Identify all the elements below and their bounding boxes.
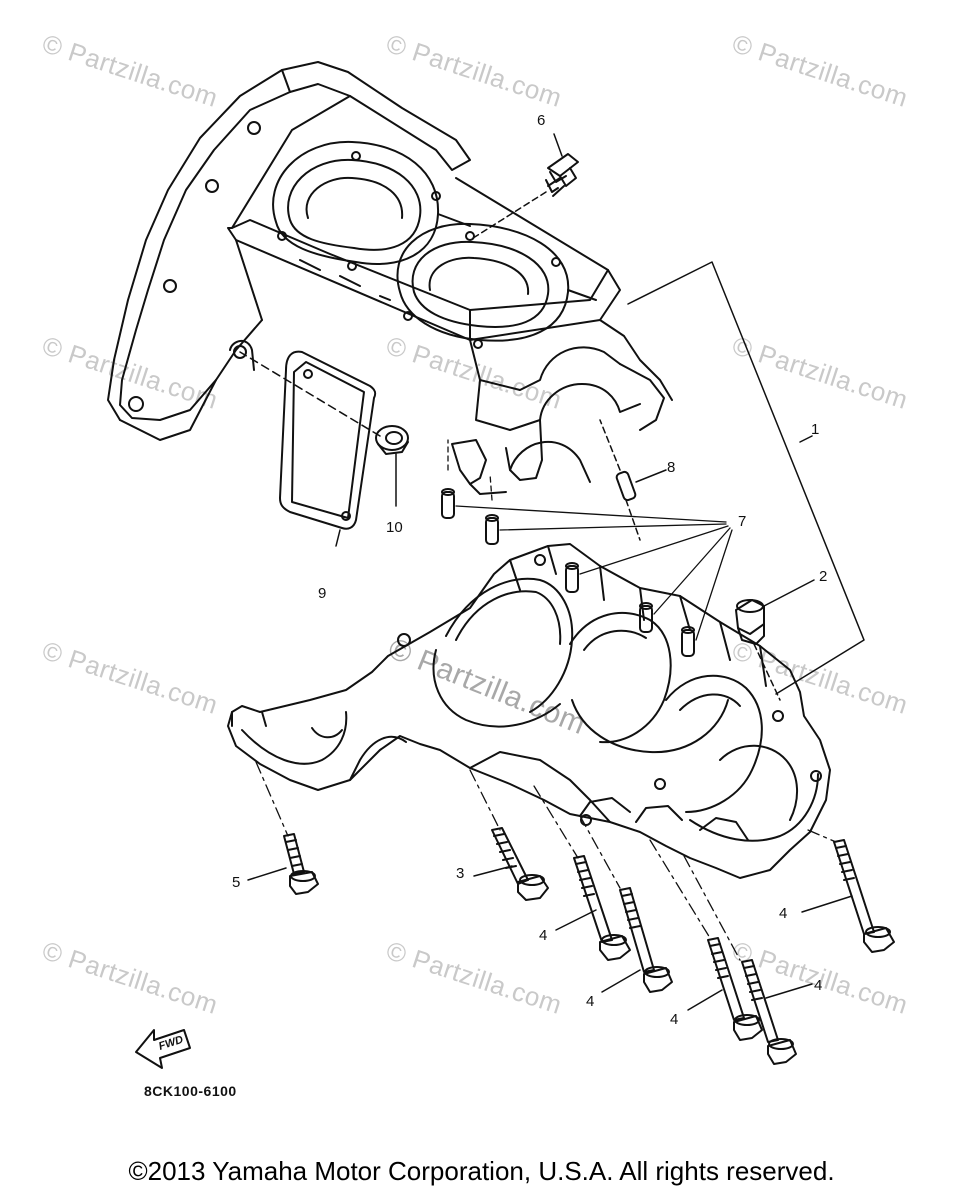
callout-2: 2 [819, 568, 828, 585]
callout-4: 4 [670, 1011, 679, 1028]
upper-crankcase [107, 61, 673, 495]
callout-10: 10 [386, 519, 403, 536]
part-7-dowels [441, 488, 695, 657]
callout-4: 4 [779, 905, 788, 922]
part-4-bolt [573, 855, 631, 961]
alignment-lines [255, 761, 837, 961]
part-4-bolt [741, 959, 797, 1065]
callout-8: 8 [667, 459, 676, 476]
part-4-bolt [707, 937, 763, 1041]
part-4-bolt [619, 887, 673, 993]
fwd-arrow-icon: FWD [135, 1029, 191, 1069]
part-10-oil-seal [375, 425, 409, 455]
callout-5: 5 [232, 874, 241, 891]
callout-6: 6 [537, 112, 546, 129]
callout-4: 4 [539, 927, 548, 944]
callout-7: 7 [738, 513, 747, 530]
part-3-bolt [491, 827, 549, 901]
callout-1: 1 [811, 421, 820, 438]
leader-1-bracket [627, 261, 865, 695]
callout-4: 4 [586, 993, 595, 1010]
copyright-notice: ©2013 Yamaha Motor Corporation, U.S.A. A… [128, 1156, 835, 1186]
part-8-dowel [615, 470, 637, 502]
diagram-code: 8CK100-6100 [144, 1083, 237, 1099]
callout-9: 9 [318, 585, 327, 602]
lower-crankcase [227, 543, 831, 879]
part-2-plug [735, 599, 765, 645]
part-9-cover-plate [279, 350, 377, 530]
part-4-bolt [833, 839, 895, 953]
part-5-bolt [283, 833, 319, 895]
callout-3: 3 [456, 865, 465, 882]
callout-4: 4 [814, 977, 823, 994]
part-6-plug [545, 153, 579, 197]
